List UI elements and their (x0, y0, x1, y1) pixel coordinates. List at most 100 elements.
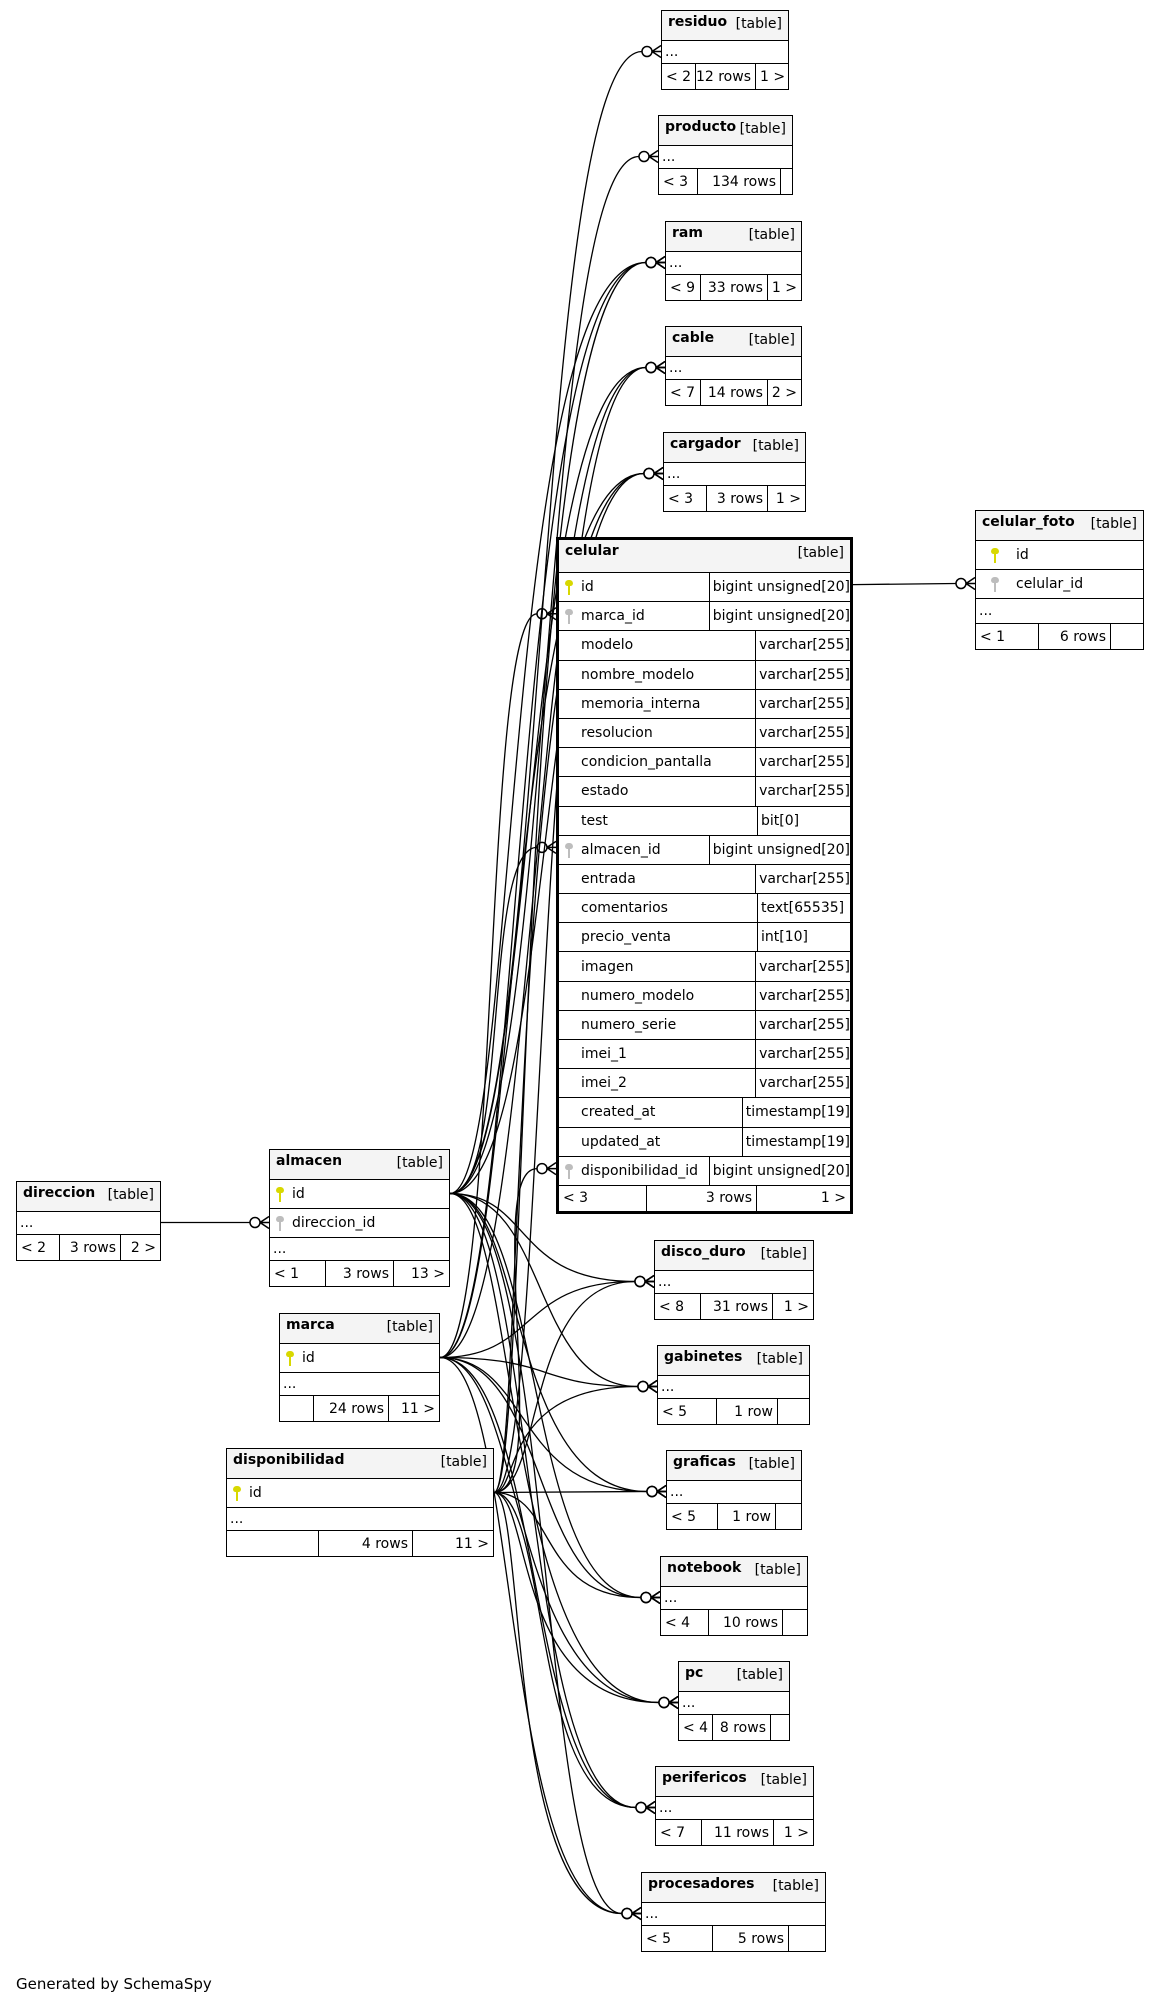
table-header[interactable]: pc[table] (679, 1662, 789, 1692)
children-count[interactable]: 13 > (411, 1265, 445, 1282)
children-count[interactable]: 1 > (783, 1298, 809, 1315)
parents-count[interactable] (227, 1531, 319, 1556)
parents-count[interactable]: < 4 (661, 1610, 709, 1635)
table-header[interactable]: ram[table] (666, 222, 801, 252)
table-name[interactable]: ram (672, 225, 703, 241)
table-name[interactable]: notebook (667, 1560, 742, 1576)
column-row[interactable]: id (976, 541, 1143, 570)
more-columns-row[interactable]: ... (662, 41, 788, 64)
table-header[interactable]: producto[table] (659, 116, 792, 146)
more-columns-row[interactable]: ... (661, 1587, 807, 1610)
table-name[interactable]: cargador (670, 436, 741, 452)
table-name[interactable]: celular_foto (982, 514, 1075, 530)
table-name[interactable]: procesadores (648, 1876, 755, 1892)
children-count[interactable] (781, 169, 792, 194)
table-header[interactable]: graficas[table] (667, 1451, 801, 1481)
table-name[interactable]: almacen (276, 1153, 343, 1169)
more-columns-row[interactable]: ... (664, 463, 805, 486)
table-header[interactable]: disco_duro[table] (655, 1241, 813, 1271)
parents-count[interactable] (280, 1396, 314, 1421)
table-header[interactable]: cargador[table] (664, 433, 805, 463)
table-name[interactable]: cable (672, 330, 715, 346)
children-count[interactable] (771, 1715, 789, 1740)
parents-count[interactable]: < 3 (664, 486, 707, 511)
children-count[interactable]: 11 > (401, 1400, 435, 1417)
more-columns-row[interactable]: ... (227, 1508, 493, 1531)
children-count[interactable]: 1 > (771, 279, 797, 296)
more-columns-row[interactable]: ... (280, 1373, 439, 1396)
table-name[interactable]: disco_duro (661, 1244, 746, 1260)
column-row[interactable]: direccion_id (270, 1209, 449, 1238)
more-columns-row[interactable]: ... (655, 1271, 813, 1294)
more-columns-row[interactable]: ... (666, 252, 801, 275)
parents-count[interactable]: < 5 (658, 1399, 717, 1424)
table-name[interactable]: gabinetes (664, 1349, 743, 1365)
table-header[interactable]: notebook[table] (661, 1557, 807, 1587)
column-row[interactable]: id (280, 1344, 439, 1373)
parents-count[interactable]: < 5 (642, 1926, 713, 1951)
children-count[interactable]: 1 > (820, 1190, 846, 1207)
table-name[interactable]: pc (685, 1665, 704, 1681)
table-name[interactable]: residuo (668, 14, 728, 30)
column-row[interactable]: id (227, 1479, 493, 1508)
table-header[interactable]: disponibilidad[table] (227, 1449, 493, 1479)
children-count[interactable]: 1 > (783, 1824, 809, 1841)
more-columns-row[interactable]: ... (270, 1238, 449, 1261)
parents-count[interactable]: < 7 (656, 1820, 702, 1845)
table-name[interactable]: direccion (23, 1185, 96, 1201)
parents-count[interactable]: < 2 (662, 64, 696, 89)
table-name[interactable]: graficas (673, 1454, 736, 1470)
more-columns-row[interactable]: ... (658, 1376, 809, 1399)
more-columns-row[interactable]: ... (976, 599, 1143, 624)
parents-count[interactable]: < 1 (270, 1261, 326, 1286)
more-columns-row[interactable]: ... (667, 1481, 801, 1504)
table-header[interactable]: cable[table] (666, 327, 801, 357)
more-columns-row[interactable]: ... (642, 1903, 825, 1926)
children-count[interactable] (1111, 624, 1143, 649)
parents-count[interactable]: < 3 (559, 1185, 647, 1211)
table-header[interactable]: procesadores[table] (642, 1873, 825, 1903)
children-count[interactable]: 1 > (760, 68, 786, 85)
more-columns-row[interactable]: ... (656, 1797, 813, 1820)
table-header[interactable]: direccion[table] (17, 1182, 160, 1212)
children-count[interactable] (789, 1926, 825, 1951)
table-name[interactable]: perifericos (662, 1770, 747, 1786)
table-name[interactable]: marca (286, 1317, 335, 1333)
table-header[interactable]: celular[table] (559, 540, 850, 573)
more-columns-row[interactable]: ... (666, 357, 801, 380)
table-name[interactable]: disponibilidad (233, 1452, 345, 1468)
parents-count[interactable]: < 8 (655, 1294, 701, 1319)
table-header[interactable]: almacen[table] (270, 1150, 449, 1180)
parents-count[interactable]: < 3 (659, 169, 698, 194)
children-count[interactable] (776, 1504, 801, 1529)
table-name[interactable]: producto (665, 119, 737, 135)
parents-count[interactable]: < 2 (17, 1235, 60, 1260)
table-header[interactable]: gabinetes[table] (658, 1346, 809, 1376)
children-count[interactable]: 2 > (130, 1239, 156, 1256)
